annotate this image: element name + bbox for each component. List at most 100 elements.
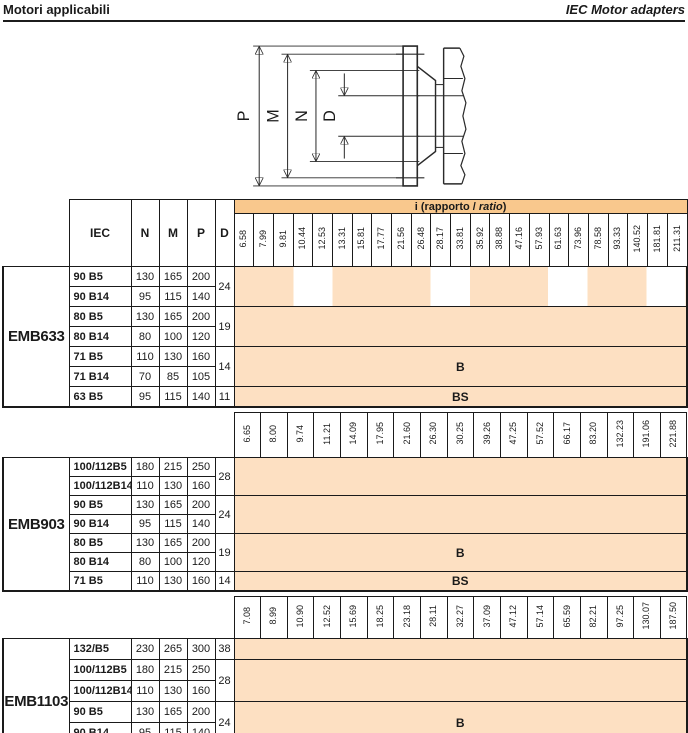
ratio-value-header: 187.50 — [659, 596, 688, 639]
ratio-band: BS — [233, 386, 688, 408]
ratio-value-header: 18.25 — [366, 596, 395, 639]
ratio-value: 57.93 — [533, 227, 544, 250]
ratio-value: 130.07 — [641, 602, 652, 630]
ratio-value: 17.95 — [375, 422, 386, 445]
ratio-value: 66.17 — [561, 422, 572, 445]
ratio-value-header: 97.25 — [606, 596, 635, 639]
m-value-cell: 130 — [158, 476, 188, 496]
ratio-value-header: 66.17 — [553, 412, 581, 458]
p-value-cell: 160 — [186, 346, 216, 367]
ratio-value: 33.81 — [454, 227, 465, 250]
ratio-value-header: 10.90 — [286, 596, 315, 639]
ratio-value: 14.09 — [348, 422, 359, 445]
ratio-value-header: 57.93 — [528, 213, 550, 267]
iec-cell: 63 B5 — [68, 386, 132, 408]
ratio-value-header: 10.44 — [292, 213, 314, 267]
ratio-value-header: 28.11 — [420, 596, 448, 639]
ratio-value: 97.25 — [614, 604, 625, 628]
ratio-value: 93.33 — [612, 227, 623, 250]
dim-label-N: N — [293, 110, 311, 122]
n-value-cell: 130 — [130, 533, 160, 553]
adapter-neck — [416, 65, 437, 167]
ratio-value-header: 13.31 — [331, 213, 353, 267]
n-value-cell: 130 — [130, 495, 160, 515]
ratio-value: 23.18 — [401, 604, 412, 628]
iec-cell: 80 B5 — [68, 306, 132, 327]
ratio-value: 221.88 — [668, 419, 679, 448]
header-spacer — [3, 597, 234, 639]
ratio-value: 83.20 — [588, 422, 599, 445]
p-value-cell: 300 — [186, 638, 216, 660]
n-value-cell: 130 — [130, 266, 160, 287]
ratio-value: 26.30 — [428, 422, 439, 445]
page-header: Motori applicabili IEC Motor adapters — [3, 2, 685, 22]
n-value-cell: 130 — [130, 701, 160, 723]
iec-cell: 132/B5 — [68, 638, 132, 660]
p-value-cell: 160 — [186, 476, 216, 496]
ratio-value: 6.58 — [238, 229, 249, 248]
ratio-value: 28.11 — [428, 605, 439, 627]
ratio-value-header: 39.26 — [473, 412, 501, 458]
p-value-cell: 105 — [186, 366, 216, 387]
d-value-cell: 28 — [214, 457, 235, 496]
ratio-value: 132.23 — [614, 419, 625, 448]
column-header-m: M — [158, 199, 188, 267]
ratio-value-header: 78.58 — [587, 213, 609, 267]
p-value-cell: 140 — [186, 386, 216, 408]
ratio-band — [233, 457, 688, 496]
ratio-value-header: 8.99 — [260, 596, 288, 639]
m-value-cell: 130 — [158, 680, 188, 702]
ratio-value-header: 65.59 — [553, 596, 581, 639]
d-value-cell: 14 — [214, 346, 235, 387]
m-value-cell: 165 — [158, 701, 188, 723]
ratio-value-header: 9.81 — [272, 213, 294, 267]
ratio-value: 211.31 — [671, 225, 682, 252]
ratio-value: 37.09 — [481, 604, 492, 628]
p-value-cell: 140 — [186, 286, 216, 307]
iec-cell: 80 B14 — [68, 552, 132, 572]
flange-dimension-drawing: P M N D — [235, 45, 467, 187]
ratio-value: 73.96 — [573, 227, 584, 250]
m-value-cell: 100 — [158, 326, 188, 347]
model-cell: EMB1103 — [2, 638, 70, 733]
ratio-value-header: 8.00 — [260, 412, 288, 458]
n-value-cell: 80 — [130, 552, 160, 572]
ratio-value: 8.00 — [268, 424, 279, 443]
column-header-p: P — [186, 199, 216, 267]
ratio-value-header: 57.14 — [526, 596, 555, 639]
d-value-cell: 24 — [214, 495, 235, 534]
ratio-value: 6.65 — [241, 424, 252, 443]
ratio-value: 21.60 — [401, 422, 412, 445]
ratio-value: 10.90 — [295, 604, 306, 628]
n-value-cell: 95 — [130, 386, 160, 408]
ratio-value-header: 140.52 — [627, 213, 648, 267]
model-cell: EMB903 — [2, 457, 70, 592]
ratio-value: 181.81 — [651, 224, 662, 253]
n-value-cell: 110 — [130, 476, 160, 496]
ratio-value: 11.21 — [321, 422, 332, 445]
m-value-cell: 115 — [158, 386, 188, 408]
ratio-value-header: 191.06 — [633, 412, 661, 458]
m-value-cell: 130 — [158, 346, 188, 367]
ratio-value-header: 21.56 — [391, 213, 412, 267]
ratio-value-header: 73.96 — [568, 213, 589, 267]
column-header-iec: IEC — [68, 199, 132, 267]
ratio-value: 8.99 — [268, 607, 279, 625]
break-line — [459, 47, 467, 185]
ratio-value-header: 32.27 — [446, 596, 475, 639]
n-value-cell: 95 — [130, 514, 160, 534]
ratio-band — [233, 495, 688, 534]
d-value-cell: 14 — [214, 571, 235, 592]
d-value-cell: 24 — [214, 701, 235, 733]
header-spacer — [3, 200, 69, 267]
ratio-title-cell: i (rapporto / ratio) — [233, 199, 688, 214]
m-value-cell: 165 — [158, 495, 188, 515]
ratio-title-italic: ratio — [478, 200, 503, 213]
ratio-band: B — [233, 701, 688, 733]
p-value-cell: 140 — [186, 514, 216, 534]
ratio-value-header: 12.53 — [312, 213, 333, 267]
ratio-value-header: 15.69 — [340, 596, 368, 639]
ratio-value-header: 47.12 — [499, 596, 528, 639]
p-value-cell: 250 — [186, 659, 216, 681]
